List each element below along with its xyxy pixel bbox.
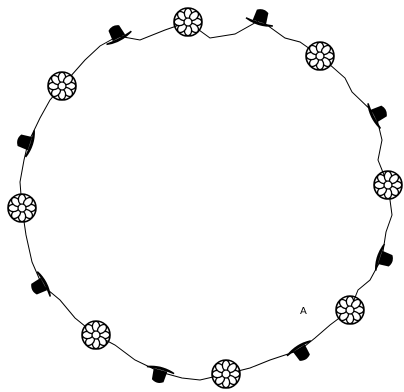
point-label-a: A (300, 306, 307, 317)
flower-icon (82, 321, 110, 349)
hat-icon (373, 243, 396, 274)
flower-icon (174, 8, 202, 36)
hat-icon (26, 271, 53, 303)
flower-icon (212, 360, 240, 388)
flower-icon (374, 171, 402, 199)
hat-icon (366, 98, 392, 130)
hat-icon (286, 339, 318, 367)
flower-icon (48, 72, 76, 100)
flower-icon (8, 194, 36, 222)
hat-icon (245, 5, 276, 28)
connecting-chain (20, 20, 392, 380)
flower-icon (306, 42, 334, 70)
hat-icon (13, 126, 36, 157)
ring-items (8, 5, 402, 388)
flower-icon (336, 296, 364, 324)
